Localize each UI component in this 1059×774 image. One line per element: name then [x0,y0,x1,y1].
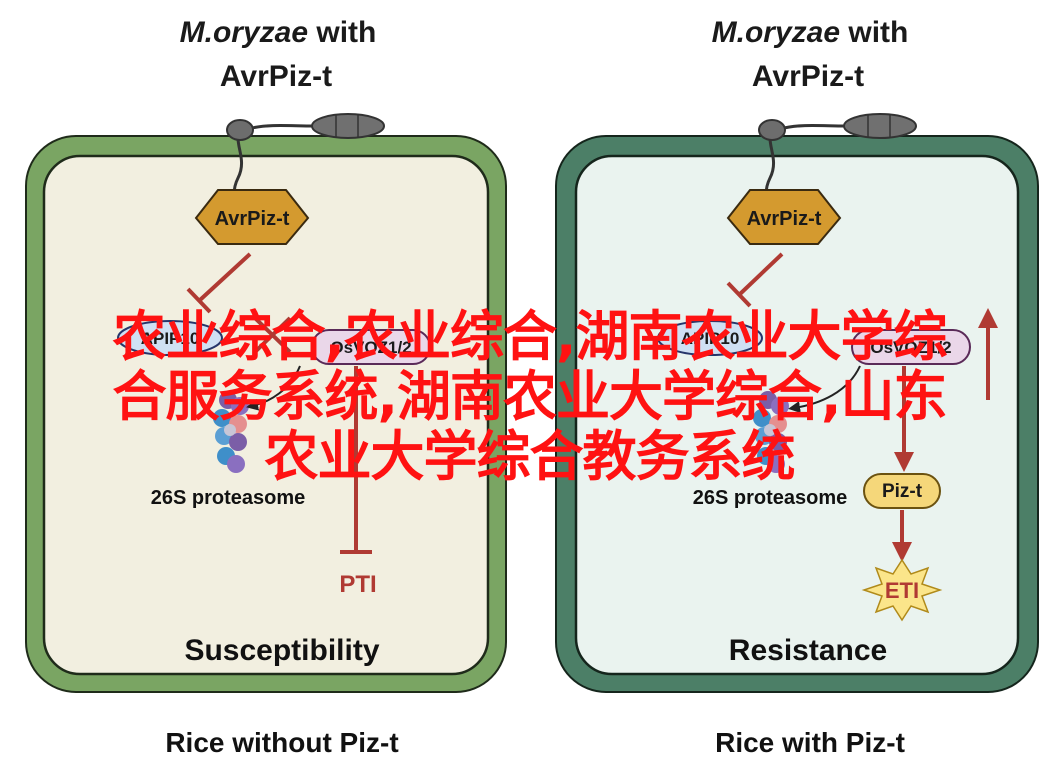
right-proteasome-label: 26S proteasome [693,487,848,509]
right-osvoz [851,329,971,365]
left-avrpizt-effector [194,189,310,245]
left-proteasome-icon [213,391,249,473]
left-fungus-spore-icon [226,113,385,207]
right-eti-label: ETI [885,578,919,603]
right-avrpizt-label: AvrPiz-t [747,208,822,230]
right-apip10-label: APIP10 [681,329,740,348]
right-caption: Rice with Piz-t [715,727,905,758]
watermark-line-2: 合服务系统,湖南农业大学综合,山东 [112,365,947,428]
watermark-line-1: 农业综合,农业综合,湖南农业大学综 [112,305,947,368]
right-osvoz-label: OsVOZ1/2 [870,338,951,357]
left-title: M.oryzae with [180,16,377,49]
right-pizt-label: Piz-t [882,481,923,502]
right-outcome: Resistance [729,634,887,667]
left-outcome: Susceptibility [184,634,379,667]
right-panel: M.oryzae with AvrPiz-t AvrPiz-t APIP10 O… [555,16,1039,758]
left-cell-interior [42,154,490,676]
left-inhibition-bar [186,287,212,314]
left-caption: Rice without Piz-t [165,727,398,758]
right-proteasome-icon [753,391,789,473]
watermark-line-3: 农业大学综合教务系统 [264,425,796,488]
left-title-line2: AvrPiz-t [220,60,332,93]
left-osvoz [311,329,431,365]
left-cross-mark-2 [253,316,292,354]
right-fungus-spore-icon [758,113,917,207]
left-avrpizt-label: AvrPiz-t [215,208,290,230]
right-inhibition-line [738,252,784,296]
left-panel: M.oryzae with AvrPiz-t AvrPiz-t APIP10 O… [25,16,507,758]
left-proteasome-label: 26S proteasome [151,487,306,509]
right-title-line2: AvrPiz-t [752,60,864,93]
left-degradation-arrow [246,365,301,411]
left-osvoz-label: OsVOZ1/2 [330,338,411,357]
left-apip10-label: APIP10 [141,329,200,348]
right-apip10 [657,320,763,356]
left-apip10 [117,320,223,356]
right-pizt [863,473,941,509]
right-eti-star-icon [861,558,943,622]
right-degradation-arrow [788,365,861,414]
left-pti-label: PTI [339,571,376,598]
right-title: M.oryzae with [712,16,909,49]
left-inhibition-line [198,252,252,302]
right-avrpizt-effector [726,189,842,245]
right-inhibition-bar [726,281,752,308]
